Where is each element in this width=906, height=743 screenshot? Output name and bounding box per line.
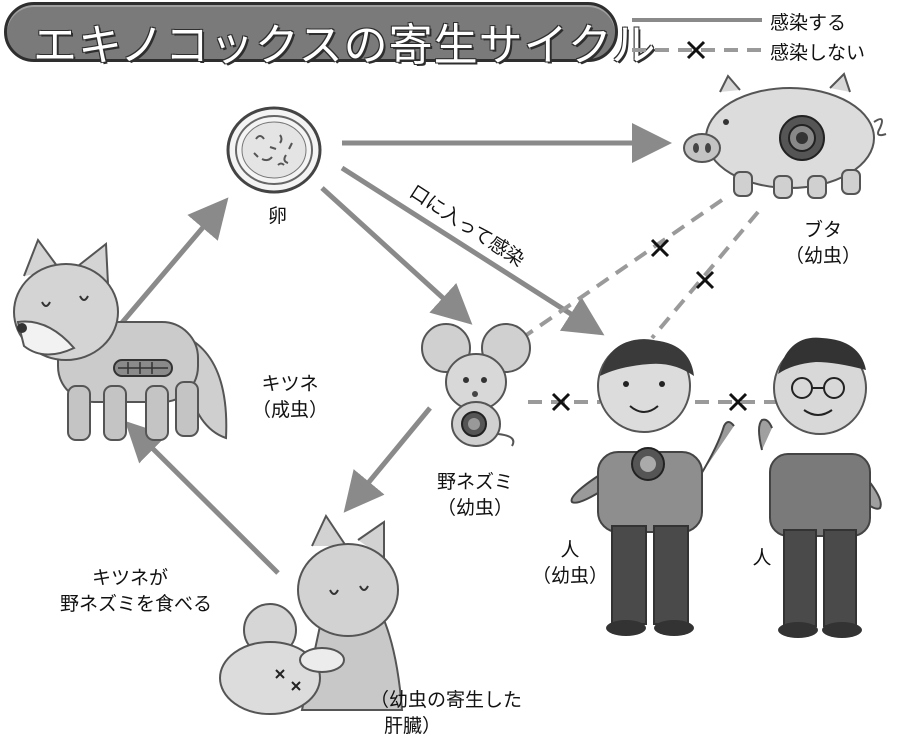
infected-human-stage-label: （幼虫） [531,565,608,587]
fox-stage-label: （成虫） [251,399,328,421]
pig-stage-label: （幼虫） [784,245,861,267]
cross-icon [650,238,670,258]
cross-icon [728,392,748,412]
mouse-label: 野ネズミ [436,471,513,493]
fox-icon [13,237,228,441]
legend-cross-icon [686,40,706,60]
legend-no-infect-label: 感染しない [770,42,866,64]
eat-label-line2: 野ネズミを食べる [60,593,213,615]
cross-icon [551,392,571,412]
liver-label-line2: 肝臓） [384,715,442,737]
egg-label: 卵 [268,205,288,227]
arrow-egg-to-mouse [320,186,473,325]
dashed-pig-to-mouse [510,198,724,347]
infected-human-label: 人 [560,539,580,561]
person-icon [758,337,882,638]
fox-label: キツネ [261,373,319,395]
fox-eating-icon [219,513,404,715]
mouse-icon [421,323,531,447]
pig-icon [683,72,887,199]
other-human-label: 人 [752,547,772,569]
legend-lines [632,18,762,60]
arrow-mouse-to-fox [343,406,432,513]
arrow-eat-to-fox [124,420,280,575]
title-banner: エキノコックスの寄生サイクル [4,2,655,71]
cross-icon [695,270,715,290]
mouse-stage-label: （幼虫） [436,497,513,519]
eat-label-line1: キツネが [92,567,169,589]
diagram-title: エキノコックスの寄生サイクル [33,20,657,71]
pig-label: ブタ [803,219,842,241]
dashed-pig-to-human [650,210,760,340]
egg-icon [226,106,322,194]
arrow-fox-to-egg [118,197,229,327]
legend-infect-label: 感染する [770,12,847,34]
liver-label-line1: （幼虫の寄生した [370,689,523,711]
arrow-egg-to-human [340,165,605,336]
infected-person-icon [570,339,735,636]
